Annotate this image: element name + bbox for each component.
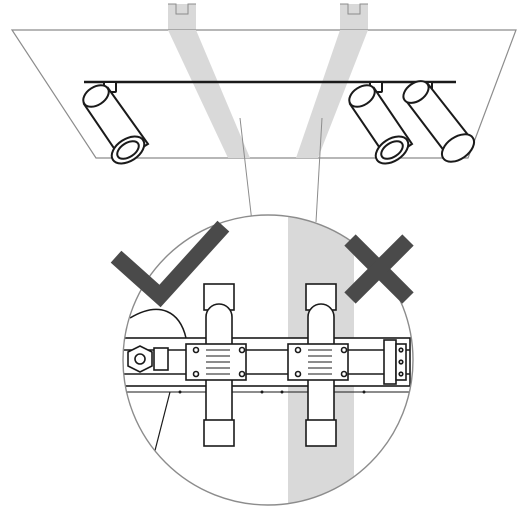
leader-line-left (239, 117, 253, 223)
spotlight-left-icon (82, 81, 150, 165)
check-mark-icon (110, 220, 230, 308)
track-end-cap-icon (383, 339, 407, 385)
spotlight-right-2-icon (402, 80, 476, 163)
detail-track-body (123, 337, 411, 393)
detail-cable (129, 308, 187, 339)
detail-magnifier (122, 214, 414, 506)
ceiling-joist-left (168, 3, 196, 32)
detail-magnifier-outline (122, 214, 414, 506)
x-mark-icon (344, 234, 414, 304)
ceiling-joist-right (340, 3, 368, 32)
joist-band-left (168, 30, 250, 158)
leader-line-right (315, 117, 323, 223)
spotlight-right-1-icon (348, 81, 414, 165)
cable-gland-icon (127, 345, 169, 373)
mounting-clip-incorrect-icon (287, 283, 349, 447)
track-screws (178, 390, 366, 394)
joist-band-right (296, 30, 368, 158)
mounting-clip-correct-icon (185, 283, 247, 447)
